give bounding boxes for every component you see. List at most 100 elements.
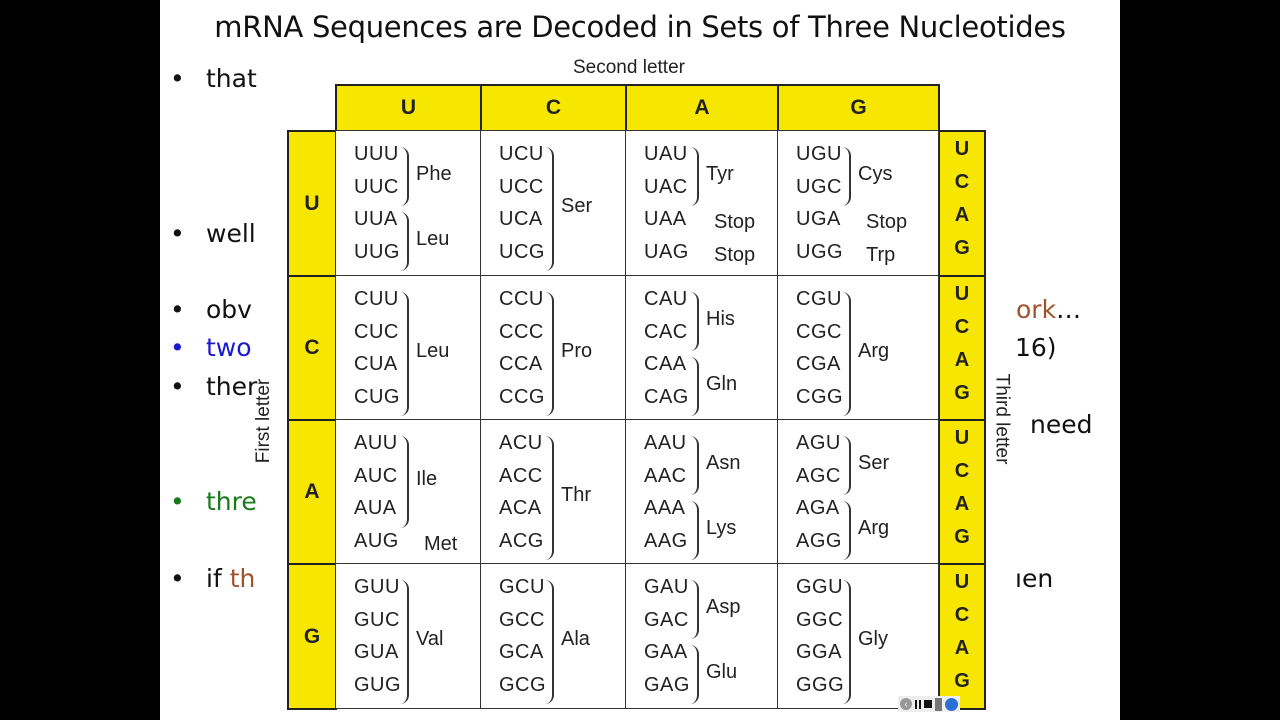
stop-icon[interactable]: [924, 700, 932, 708]
codon: UUG: [354, 240, 400, 263]
amino-acid-label: Ser: [561, 195, 593, 217]
third-letter-base: C: [954, 460, 970, 482]
pause-icon[interactable]: [915, 699, 921, 709]
fragment-16: 16): [1015, 333, 1057, 362]
volume-icon[interactable]: [935, 697, 942, 711]
third-letter-base: U: [954, 138, 970, 160]
amino-acid-label: Ser: [858, 451, 890, 474]
codon: CCG: [499, 385, 545, 408]
codon: GUU: [354, 576, 400, 598]
brace-icon: [400, 212, 409, 271]
codon: UAC: [644, 175, 688, 198]
codon: UCU: [499, 143, 544, 165]
amino-acid-label: Pro: [561, 340, 593, 362]
codon: UGG: [796, 240, 844, 263]
amino-acid-label: Tyr: [706, 162, 734, 185]
codon: GGC: [796, 608, 844, 631]
bullet-dot-icon: •: [170, 295, 185, 324]
codon: AGC: [796, 464, 841, 487]
codon: GGG: [796, 673, 845, 696]
amino-acid-label: Leu: [416, 227, 450, 250]
codon: ACG: [499, 529, 544, 552]
codon: GUA: [354, 641, 399, 663]
third-letter-base: U: [954, 283, 970, 305]
brace-icon: [690, 357, 699, 416]
codon: UCG: [499, 240, 545, 263]
amino-acid-label: Ile: [416, 467, 438, 490]
brace-icon: [545, 147, 554, 271]
bullet-dot-icon: •: [170, 564, 185, 593]
codon: ACC: [499, 464, 543, 487]
codon: GGU: [796, 576, 844, 598]
codon: ACU: [499, 432, 543, 454]
codon: GAC: [644, 608, 689, 631]
bullet-dot-icon: •: [170, 372, 185, 401]
codon: UGU: [796, 143, 842, 165]
third-letter-base: G: [954, 526, 970, 548]
bullet-text: thre: [206, 487, 257, 516]
codon: CCU: [499, 288, 544, 310]
amino-acid-label: Glu: [706, 660, 738, 683]
third-letter-base: A: [954, 493, 970, 515]
brace-icon: [545, 436, 554, 560]
codon: GCG: [499, 673, 547, 696]
codon: AAG: [644, 529, 688, 552]
bullet-text: well: [206, 219, 256, 248]
codon: CUA: [354, 353, 398, 375]
bullet-dot-icon: •: [170, 219, 185, 248]
brace-icon: [690, 147, 699, 206]
third-letter-base: U: [954, 427, 970, 449]
codon: AGA: [796, 497, 840, 519]
brace-icon: [842, 147, 851, 206]
codon: CAC: [644, 320, 688, 343]
codon: CAA: [644, 353, 687, 375]
brace-icon: [690, 436, 699, 495]
codon: AGG: [796, 529, 842, 552]
first-letter-label: First letter: [253, 378, 275, 464]
codon: AAA: [644, 497, 686, 519]
fragment-need: need: [1030, 410, 1093, 439]
first-letter-header: U: [287, 130, 337, 277]
brace-icon: [690, 292, 699, 351]
bullet-dot-icon: •: [170, 64, 185, 93]
amino-acid-label: Asn: [706, 451, 741, 474]
second-letter-header: U: [335, 84, 482, 132]
brace-icon: [842, 436, 851, 495]
codon: AUU: [354, 432, 398, 454]
codon: CCC: [499, 320, 544, 343]
first-letter-header: A: [287, 419, 337, 565]
brace-icon: [842, 580, 851, 704]
second-letter-header: C: [480, 84, 627, 132]
third-letter-base: C: [954, 604, 970, 626]
amino-acid-label: Leu: [416, 340, 450, 362]
third-letter-base: A: [954, 204, 970, 226]
brace-icon: [690, 580, 699, 639]
back-icon[interactable]: ‹: [900, 698, 912, 710]
codon: AAC: [644, 464, 687, 487]
amino-acid-label: Arg: [858, 516, 890, 539]
codon: UAU: [644, 143, 688, 165]
codon: AUA: [354, 497, 397, 519]
brace-icon: [545, 580, 554, 704]
bullet-dot-icon: •: [170, 487, 185, 516]
codon: GUG: [354, 673, 402, 696]
codon: UAG: [644, 240, 689, 263]
third-letter-base: C: [954, 171, 970, 193]
codon: CCA: [499, 353, 543, 375]
second-letter-header: G: [777, 84, 940, 132]
codon: UUA: [354, 208, 398, 230]
player-controls: ‹: [898, 696, 960, 712]
